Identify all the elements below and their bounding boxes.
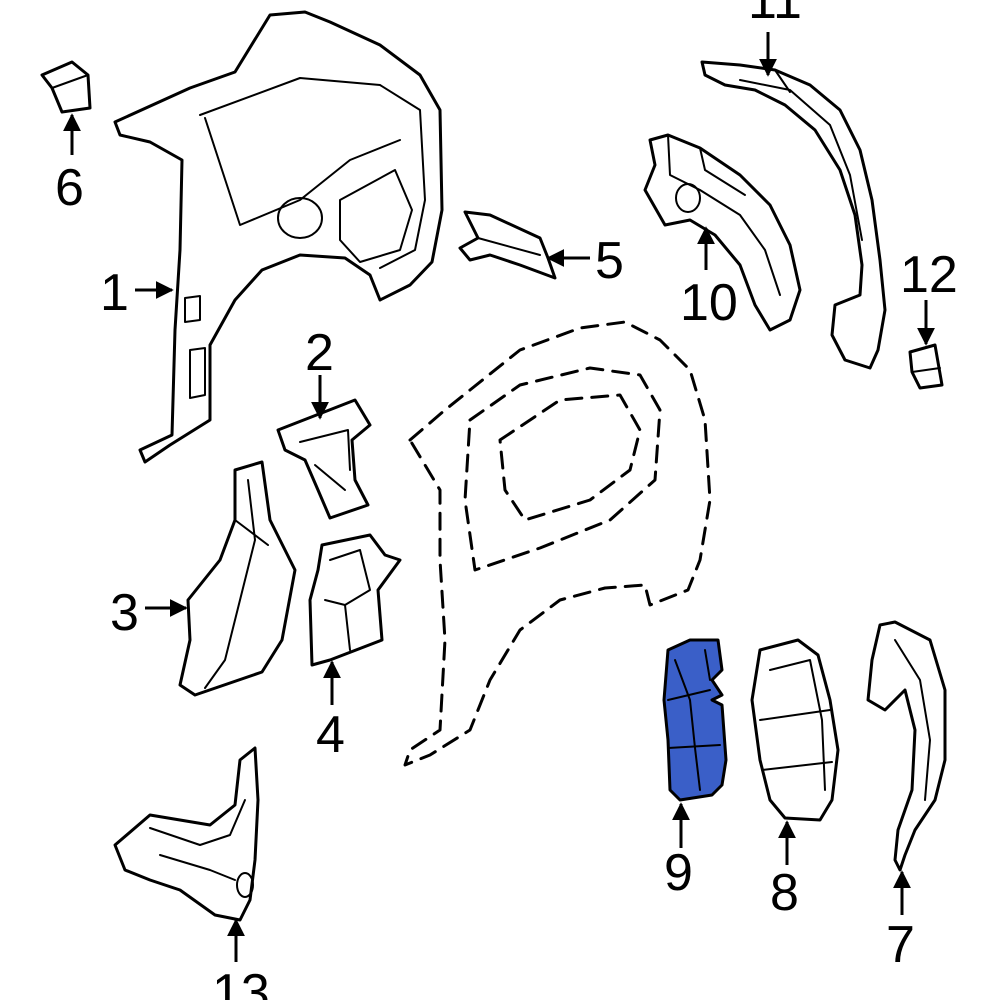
part-9-highlighted[interactable] bbox=[662, 638, 728, 802]
part-10[interactable] bbox=[643, 133, 802, 332]
callout-7: 7 bbox=[886, 916, 915, 974]
part-7[interactable] bbox=[866, 620, 947, 872]
callout-3: 3 bbox=[110, 584, 139, 642]
callout-12: 12 bbox=[900, 246, 958, 304]
part-8[interactable] bbox=[750, 638, 840, 822]
quarter-panel-outline bbox=[403, 320, 712, 767]
part-11[interactable] bbox=[700, 60, 887, 370]
part-2[interactable] bbox=[276, 398, 372, 520]
part-3[interactable] bbox=[178, 460, 297, 697]
callout-4: 4 bbox=[316, 706, 345, 764]
callout-1: 1 bbox=[100, 264, 129, 322]
part-1[interactable] bbox=[113, 10, 444, 464]
part-4[interactable] bbox=[308, 533, 402, 667]
part-13[interactable] bbox=[113, 746, 260, 922]
callout-13: 13 bbox=[212, 964, 270, 1000]
callout-5: 5 bbox=[595, 232, 624, 290]
callout-9: 9 bbox=[664, 844, 693, 902]
callout-6: 6 bbox=[55, 159, 84, 217]
callout-8: 8 bbox=[770, 864, 799, 922]
part-5[interactable] bbox=[458, 210, 557, 280]
callout-2: 2 bbox=[305, 324, 334, 382]
callout-labels: 6 1 2 3 4 5 10 11 12 9 8 7 13 bbox=[55, 0, 958, 1000]
callout-10: 10 bbox=[680, 274, 738, 332]
callout-11: 11 bbox=[748, 0, 802, 30]
leader-lines bbox=[63, 32, 935, 962]
part-6[interactable] bbox=[40, 60, 92, 114]
part-12[interactable] bbox=[908, 343, 944, 390]
